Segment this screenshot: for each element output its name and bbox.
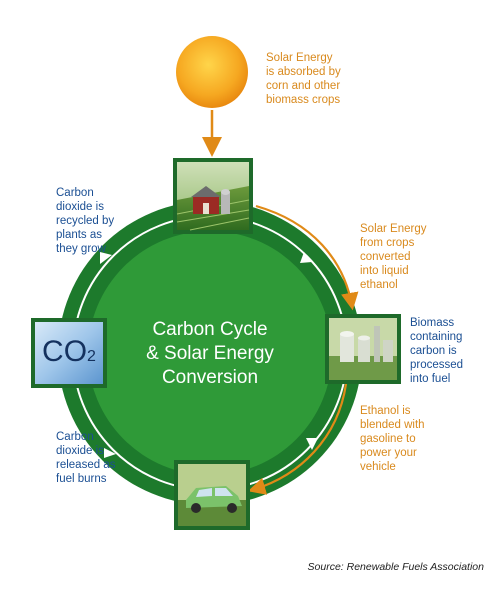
car-image <box>174 460 250 530</box>
step-text: corn and other <box>266 80 341 92</box>
step-text: blended with <box>360 419 425 431</box>
step-solar-converted: Solar Energy from crops converted into l… <box>360 222 426 292</box>
step-text: they grow <box>56 243 106 255</box>
co2-main-text: CO <box>42 335 88 368</box>
step-text: vehicle <box>360 461 396 473</box>
step-text: Solar Energy <box>360 223 427 235</box>
cycle-arrowhead-lower-right <box>306 438 318 450</box>
step-text: is absorbed by <box>266 66 341 78</box>
biomass-plant-image <box>325 314 401 384</box>
step-text: containing <box>410 331 463 343</box>
crops-to-biomass-arrow <box>255 204 359 311</box>
step-text: into liquid <box>360 265 409 277</box>
cycle-arrowhead-upper-left <box>100 252 112 264</box>
co2-subscript: 2 <box>87 348 96 365</box>
step-solar-absorbed: Solar Energy is absorbed by corn and oth… <box>266 51 341 107</box>
cycle-arrowhead-upper-right <box>300 252 312 263</box>
step-text: Carbon <box>56 187 94 199</box>
step-text: into fuel <box>410 373 451 385</box>
step-text: Ethanol is <box>360 405 411 417</box>
center-title-line3: Conversion <box>161 367 259 388</box>
step-text: plants as <box>56 229 103 241</box>
co2-box <box>31 318 107 388</box>
step-text: ethanol <box>360 279 398 291</box>
step-text: Solar Energy <box>266 52 333 64</box>
step-text: dioxide is <box>56 445 104 457</box>
step-text: fuel burns <box>56 473 107 485</box>
step-text: carbon is <box>410 345 457 357</box>
co2-label: CO2 <box>38 336 100 373</box>
step-text: recycled by <box>56 215 115 227</box>
step-text: processed <box>410 359 464 371</box>
source-credit: Source: Renewable Fuels Association <box>307 561 484 573</box>
step-text: Carbon <box>56 431 94 443</box>
step-text: gasoline to <box>360 433 416 445</box>
step-ethanol-blended: Ethanol is blended with gasoline to powe… <box>360 404 425 474</box>
step-text: power your <box>360 447 417 459</box>
step-co2-recycled: Carbon dioxide is recycled by plants as … <box>56 186 114 256</box>
step-text: converted <box>360 251 411 263</box>
cycle-arrowhead-lower-left <box>104 448 116 458</box>
step-text: from crops <box>360 237 415 249</box>
step-text: Biomass <box>410 317 455 329</box>
step-biomass-processed: Biomass containing carbon is processed i… <box>410 316 463 386</box>
center-title: Carbon Cycle & Solar Energy Conversion <box>130 318 290 390</box>
center-disc <box>88 231 332 475</box>
sun-icon <box>176 36 248 108</box>
step-text: released as <box>56 459 116 471</box>
step-text: dioxide is <box>56 201 104 213</box>
step-co2-released: Carbon dioxide is released as fuel burns <box>56 430 115 486</box>
center-title-line1: Carbon Cycle <box>152 319 268 340</box>
farm-image <box>173 158 253 234</box>
biomass-to-vehicle-arrow <box>247 383 348 495</box>
step-text: biomass crops <box>266 94 341 106</box>
center-title-line2: & Solar Energy <box>146 343 274 364</box>
